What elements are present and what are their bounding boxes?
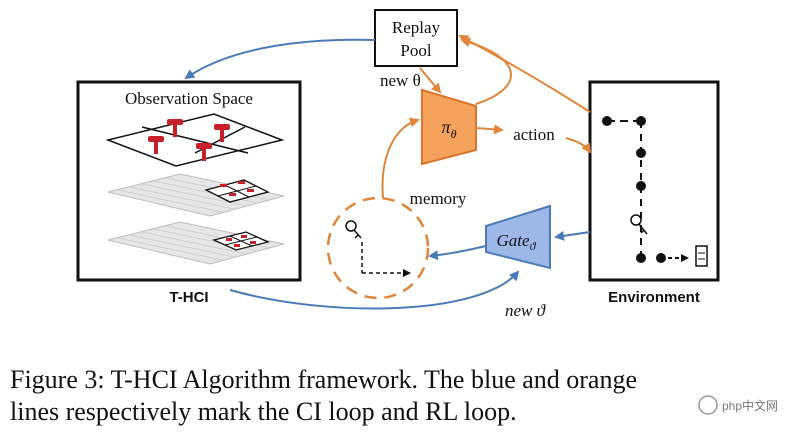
watermark: php中文网 [698, 395, 778, 415]
agent-path [602, 116, 689, 263]
memory-label: memory [410, 189, 467, 208]
replay-pool-label-line1: Replay [392, 18, 441, 37]
policy-subscript: θ [451, 127, 457, 141]
svg-text:πθ: πθ [442, 117, 457, 141]
top-observation-layer [105, 113, 285, 167]
middle-observation-layer [107, 173, 285, 217]
arrow-memory-to-policy [381, 117, 420, 199]
arrow-policy-to-replay [460, 37, 512, 105]
gate-label: Gate [497, 231, 531, 250]
policy-network: πθ [421, 88, 477, 166]
replay-pool-box: Replay Pool [374, 9, 458, 67]
gate-network: Gateϑ [485, 204, 551, 270]
arrow-thci-to-gate [229, 270, 520, 310]
policy-label: π [442, 117, 452, 137]
bottom-observation-layer [107, 221, 285, 265]
t-hci-label: T-HCI [169, 289, 208, 306]
door-icon [695, 245, 708, 267]
rl-loop-arrows [381, 35, 592, 199]
arrow-policy-to-action [475, 124, 504, 135]
arrow-replay-to-policy [419, 67, 442, 94]
arrow-env-to-gate [554, 230, 591, 241]
arrow-replay-to-observation [184, 38, 376, 80]
observation-space-title: Observation Space [125, 89, 253, 108]
arrow-env-to-replay [458, 35, 591, 113]
hammer-icon [148, 119, 230, 161]
caption-line-1: Figure 3: T-HCI Algorithm framework. The… [10, 365, 637, 394]
new-vartheta-label: new ϑ [505, 301, 547, 320]
ci-loop-arrows [184, 38, 591, 310]
arrow-gate-to-memory [428, 245, 487, 261]
environment-label: Environment [608, 289, 700, 306]
new-theta-label: new θ [380, 71, 421, 90]
gate-subscript: ϑ [530, 239, 537, 253]
caption-line-2: lines respectively mark the CI loop and … [10, 397, 517, 426]
key-icon [630, 214, 648, 235]
memory-key-icon [345, 220, 362, 239]
action-label: action [513, 125, 555, 144]
arrow-action-to-env [565, 137, 592, 154]
environment-box [588, 80, 720, 282]
memory-circle [326, 196, 430, 300]
watermark-text: php中文网 [722, 398, 778, 413]
observation-space-box: Observation Space [76, 80, 302, 282]
replay-pool-label-line2: Pool [400, 41, 431, 60]
svg-text:Gateϑ: Gateϑ [497, 231, 537, 253]
